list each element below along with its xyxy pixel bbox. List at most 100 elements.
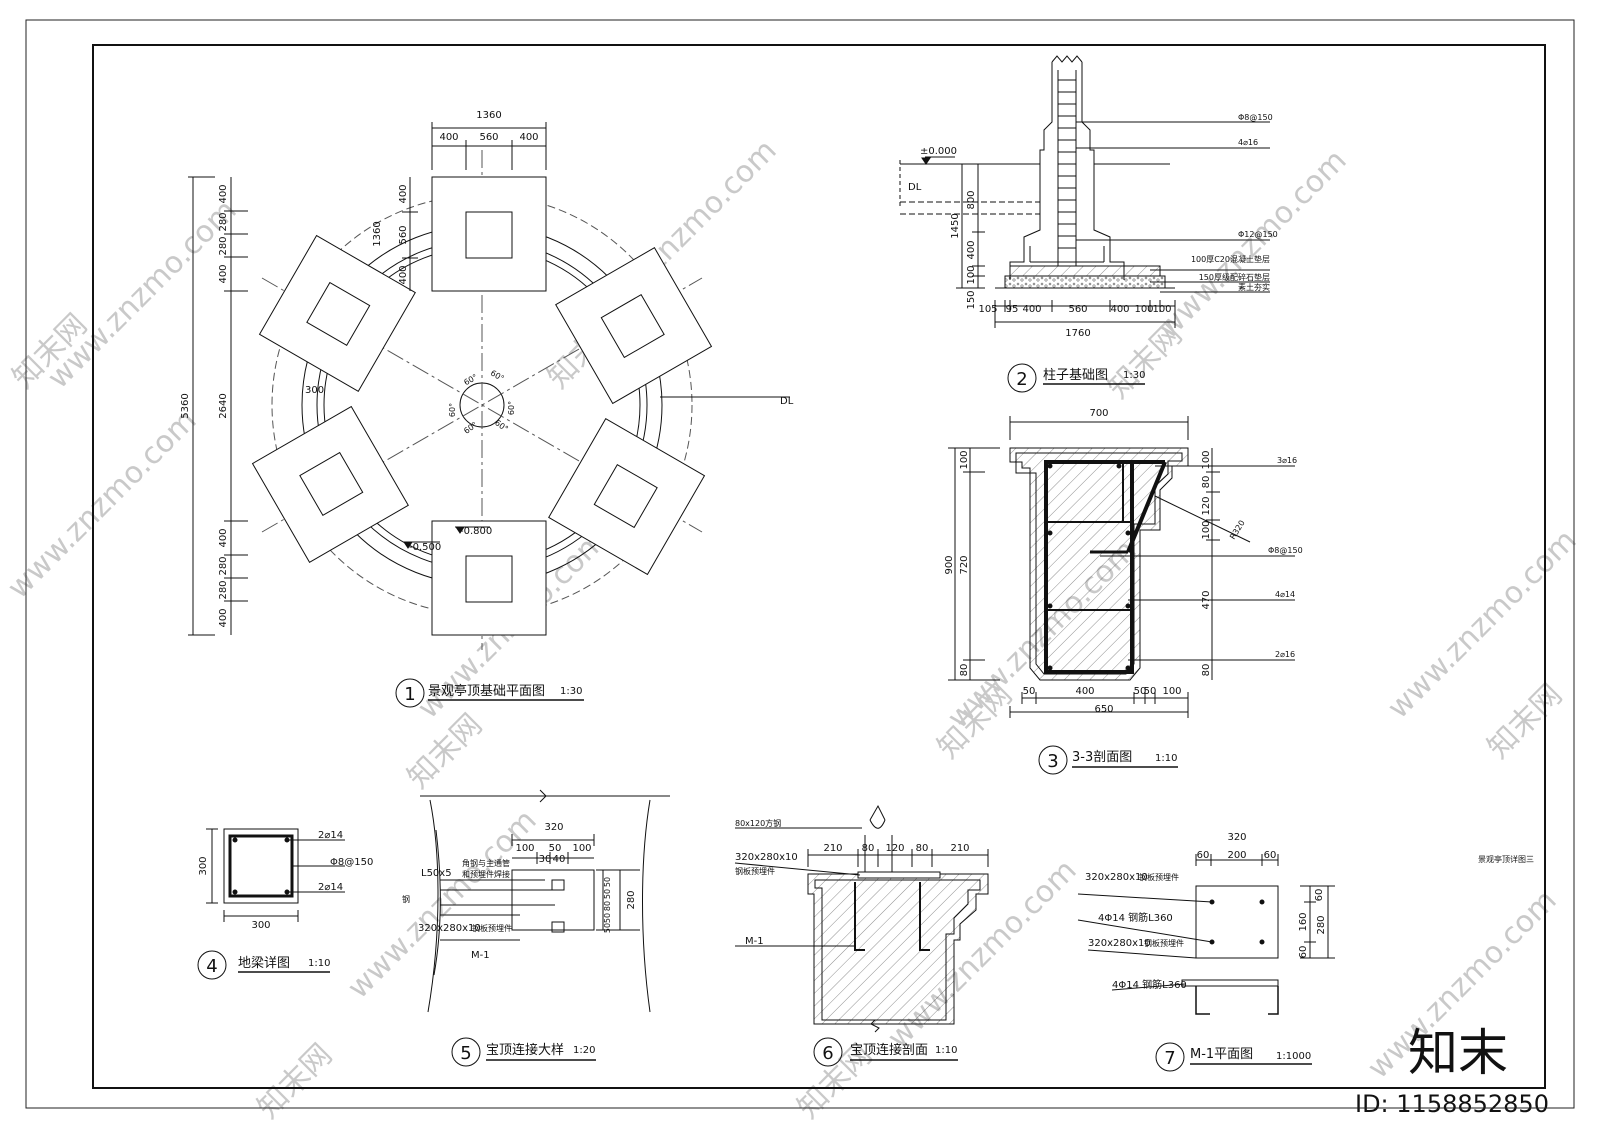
dim-left-seg: 400 [218, 264, 229, 283]
dim-label: 50 [549, 843, 562, 854]
detail-2-column-footing [899, 55, 1270, 328]
detail-number-circle [197, 950, 227, 980]
plate-label: 320x280x10 [418, 923, 481, 934]
detail-number: 1 [404, 684, 415, 705]
watermark-brand: 知末网 [401, 707, 489, 795]
dim-300: 300 [305, 385, 324, 396]
plate-note: 钢板预埋件 [735, 866, 775, 876]
dim-right-total: 280 [1316, 915, 1327, 934]
dim-label: 30 [539, 854, 552, 865]
detail-6-finial-section [734, 804, 989, 1033]
radius-label: R320 [1228, 519, 1247, 541]
footing-bottom [431, 520, 547, 636]
dim-right-total: 280 [626, 890, 637, 909]
dim-right: 50 [603, 923, 612, 933]
dim-left-seg: 2640 [218, 393, 229, 418]
detail-title: M-1平面图 [1190, 1047, 1253, 1062]
dim-top-total: 1360 [476, 110, 501, 121]
detail-title: 宝顶连接大样 [486, 1042, 564, 1058]
rebar-label: Φ8@150 [1268, 546, 1303, 555]
detail-scale: 1:10 [308, 958, 330, 969]
detail-title: 3-3剖面图 [1072, 750, 1132, 765]
watermark-text: www.znzmo.com [1151, 143, 1354, 346]
watermark-text: www.znzmo.com [41, 193, 244, 396]
detail-2-labels: ±0.000 DL Φ8@150 4⌀16 Φ12@150 100厚C20混凝土… [908, 113, 1278, 393]
detail-number-circle [451, 1037, 481, 1067]
dim-900: 900 [944, 555, 955, 574]
detail-scale: 1:20 [573, 1045, 595, 1056]
detail-number-circle [395, 678, 425, 708]
dim-label: 80 [916, 843, 929, 854]
dim-left-seg: 280 [218, 236, 229, 255]
detail-scale: 1:30 [560, 686, 582, 697]
dim-right: 470 [1201, 590, 1212, 609]
detail-number: 5 [460, 1043, 471, 1064]
level-label: ±0.000 [920, 146, 957, 157]
dim-right: 160 [1298, 912, 1309, 931]
detail-7-labels: 320 60 200 60 320x280x10 钢板预埋件 4Φ14 钢筋L3… [1085, 832, 1327, 1072]
dim-right: 120 [1201, 496, 1212, 515]
dim-label: 60 [1264, 850, 1277, 861]
dim-height: 300 [198, 856, 209, 875]
dim-top: 320 [544, 822, 563, 833]
steel-label: 钢 [402, 894, 410, 904]
dim-left-seg: 280 [218, 580, 229, 599]
watermark-layer: www.znzmo.com www.znzmo.com www.znzmo.co… [1, 133, 1584, 1126]
rebar-label: Φ8@150 [330, 857, 373, 868]
dim-left-seg: 400 [218, 528, 229, 547]
footing-upper-right [555, 247, 713, 405]
dim-right: 80 [603, 901, 612, 911]
watermark-brand: 知末网 [1481, 677, 1569, 765]
dim-left-seg: 400 [218, 184, 229, 203]
detail-number: 6 [822, 1043, 833, 1064]
detail-number-circle [813, 1037, 843, 1067]
dim-inner-400: 400 [398, 184, 409, 203]
dim-label: 100 [515, 843, 534, 854]
dim-right: 50 [603, 889, 612, 899]
dim-label: 200 [1227, 850, 1246, 861]
dim-label: 105 [978, 304, 997, 315]
plate-note: 钢板预埋件 [472, 923, 512, 933]
rebar-label: 2⌀14 [318, 830, 343, 841]
dim-label: 400 [1022, 304, 1041, 315]
watermark-id: ID: 1158852850 [1355, 1090, 1549, 1118]
detail-number-circle [1038, 745, 1068, 775]
watermark-text: www.znzmo.com [341, 803, 544, 1006]
footing-top [431, 176, 547, 292]
dim-right: 100 [1201, 520, 1212, 539]
detail-5-finial-connection [420, 789, 670, 1013]
dl-label: DL [908, 182, 922, 193]
dim-label: 400 [1110, 304, 1129, 315]
plate-note: 钢板预埋件 [1144, 938, 1184, 948]
dim-720: 720 [959, 555, 970, 574]
detail-title: 地梁详图 [238, 956, 290, 971]
dim-label: 210 [823, 843, 842, 854]
watermark-logo: 知末 [1408, 1024, 1508, 1082]
angle-label: 60° [448, 403, 457, 417]
detail-number: 7 [1164, 1048, 1175, 1069]
m1-label: M-1 [471, 950, 490, 961]
detail-4-labels: 2⌀14 Φ8@150 2⌀14 300 300 4 地梁详图 1:10 [197, 830, 373, 980]
dim-left-seg: 400 [218, 608, 229, 627]
dim-bottom: 100 [1162, 686, 1181, 697]
dim-right: 60 [1314, 889, 1325, 902]
angle-label: 60° [489, 368, 506, 383]
dim-right: 50 [603, 913, 612, 923]
dim-left-seg: 280 [218, 212, 229, 231]
m1-label: M-1 [745, 936, 764, 947]
angle-label: 60° [507, 401, 516, 415]
dim-right: 60 [1298, 946, 1309, 959]
layer-label: 150厚级配碎石垫层 [1199, 272, 1270, 282]
dim-inner-1360: 1360 [372, 221, 383, 246]
rebar-label: 2⌀14 [318, 882, 343, 893]
dim-label: 560 [1068, 304, 1087, 315]
dim-right: 50 [603, 877, 612, 887]
dim-100: 100 [959, 450, 970, 469]
rebar-label: 4⌀14 [1275, 590, 1295, 599]
dim-label: 95 [1006, 304, 1019, 315]
detail-6-labels: 80x120方钢 320x280x10 钢板预埋件 M-1 210 80 120… [735, 818, 970, 1067]
watermark-brand: 知末网 [251, 1037, 339, 1125]
detail-number: 2 [1016, 369, 1027, 390]
dim-label: 60 [1197, 850, 1210, 861]
